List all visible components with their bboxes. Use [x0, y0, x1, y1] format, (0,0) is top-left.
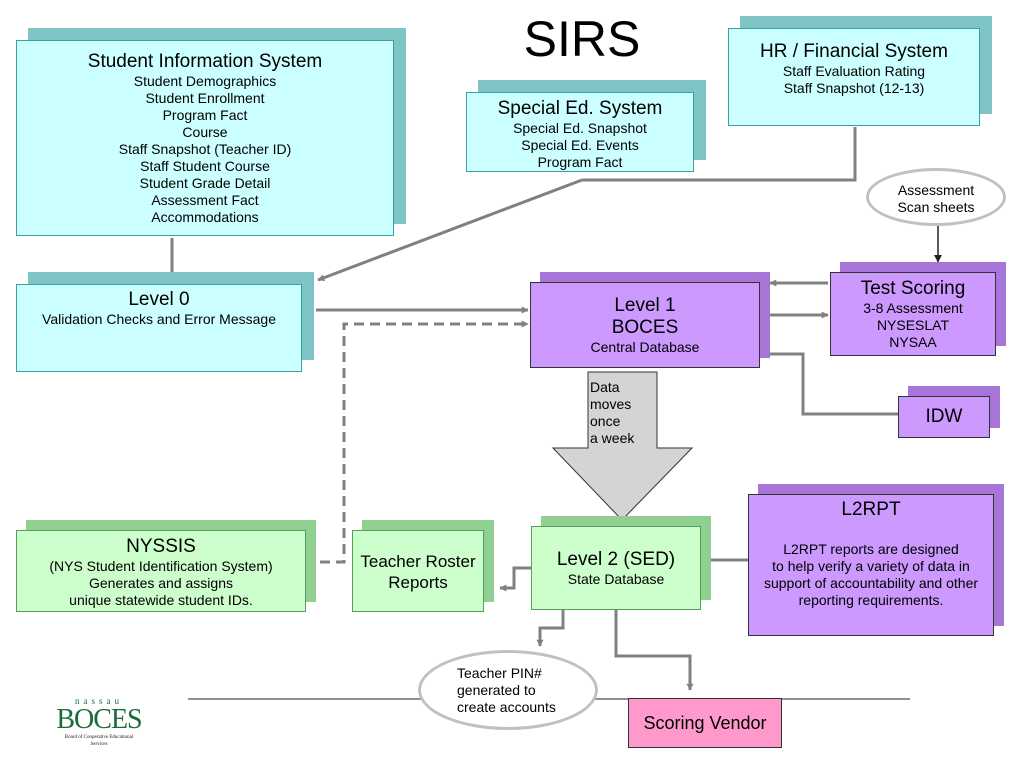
assessment-oval-line: Scan sheets	[897, 199, 975, 215]
assessment-scan-sheets-oval: Assessment Scan sheets	[866, 168, 1006, 226]
teacher-pin-line: Teacher PIN#	[457, 665, 542, 681]
level1-subtitle: Central Database	[590, 339, 700, 355]
sis-item: Student Grade Detail	[139, 175, 271, 191]
l2rpt-description-line: to help verify a variety of data in	[772, 558, 970, 574]
level-1-boces-box: Level 1 BOCES Central Database	[530, 282, 760, 368]
test-scoring-item: NYSESLAT	[876, 317, 950, 333]
test-scoring-item: NYSAA	[889, 334, 937, 350]
sis-title: Student Information System	[87, 51, 323, 72]
nyssis-title: NYSSIS	[126, 536, 196, 557]
page-title: SIRS	[523, 11, 641, 67]
logo-top-text: nassau	[75, 696, 123, 706]
level-0-box: Level 0 Validation Checks and Error Mess…	[16, 284, 302, 372]
sis-item: Program Fact	[162, 107, 248, 123]
l2rpt-box: L2RPT L2RPT reports are designed to help…	[748, 494, 994, 636]
sped-title: Special Ed. System	[497, 98, 663, 119]
idw-box: IDW	[898, 396, 990, 438]
level2-to-scoring-vendor-arrow	[614, 610, 694, 691]
data-arrow-line: once	[590, 413, 621, 429]
sis-item: Student Demographics	[133, 73, 277, 89]
data-flow-arrow-shape	[551, 371, 694, 521]
data-arrow-line: a week	[590, 430, 635, 446]
teacher-roster-line: Reports	[388, 573, 448, 592]
special-ed-system-box: Special Ed. System Special Ed. Snapshot …	[466, 92, 694, 172]
nassau-boces-logo: nassau BOCES Board of Cooperative Educat…	[56, 696, 142, 748]
l2rpt-description-line: support of accountability and other	[763, 575, 979, 591]
teacher-pin-oval: Teacher PIN# generated to create account…	[418, 650, 598, 730]
test-scoring-title: Test Scoring	[860, 278, 966, 299]
test-scoring-item: 3-8 Assessment	[863, 300, 963, 316]
sis-item: Staff Student Course	[140, 158, 270, 174]
idw-title: IDW	[925, 406, 963, 427]
level2-to-teacher-roster-arrow	[499, 566, 531, 592]
logo-caption: Board of Cooperative Educational Service…	[64, 735, 134, 747]
sis-item: Staff Snapshot (Teacher ID)	[118, 141, 292, 157]
level2-to-teacher-pin-arrow	[536, 610, 565, 647]
level2-title: Level 2 (SED)	[556, 549, 676, 570]
hr-item: Staff Snapshot (12-13)	[783, 80, 925, 96]
teacher-roster-reports-box: Teacher Roster Reports	[352, 530, 484, 612]
level0-title: Level 0	[128, 289, 190, 310]
teacher-pin-line: create accounts	[457, 699, 556, 715]
hr-financial-system-box: HR / Financial System Staff Evaluation R…	[728, 28, 980, 126]
student-information-system-box: Student Information System Student Demog…	[16, 40, 394, 236]
sped-item: Special Ed. Snapshot	[513, 120, 647, 136]
logo-main-text: BOCES	[56, 704, 142, 735]
hr-item: Staff Evaluation Rating	[782, 63, 926, 79]
scoring-vendor-box: Scoring Vendor	[628, 698, 782, 748]
sis-item: Student Enrollment	[145, 90, 265, 106]
sped-to-level0-arrow	[317, 178, 583, 282]
sis-item: Course	[182, 124, 228, 140]
sis-item: Accommodations	[151, 209, 259, 225]
l2rpt-description-line: reporting requirements.	[798, 592, 944, 608]
scoring-vendor-title: Scoring Vendor	[643, 713, 767, 733]
level1-title-line: Level 1	[614, 295, 676, 316]
hr-to-sped-line	[582, 127, 857, 182]
assessment-oval-line: Assessment	[897, 182, 975, 198]
nyssis-item: (NYS Student Identification System)	[49, 558, 273, 574]
hr-title: HR / Financial System	[760, 41, 948, 62]
level1-to-idw-line	[770, 352, 898, 416]
nyssis-to-level1-dashed-arrow	[320, 320, 529, 564]
data-arrow-line: Data	[590, 379, 620, 395]
l2rpt-title: L2RPT	[841, 499, 901, 520]
teacher-pin-line: generated to	[457, 682, 536, 698]
l2rpt-description-line: L2RPT reports are designed	[783, 541, 959, 557]
level-2-sed-box: Level 2 (SED) State Database	[531, 526, 701, 610]
sped-item: Special Ed. Events	[521, 137, 639, 153]
level1-title-line: BOCES	[611, 317, 679, 338]
data-arrow-line: moves	[590, 396, 632, 412]
level0-subtitle: Validation Checks and Error Message	[42, 311, 276, 327]
test-scoring-box: Test Scoring 3-8 Assessment NYSESLAT NYS…	[830, 272, 996, 356]
sped-item: Program Fact	[537, 154, 623, 170]
nyssis-item: unique statewide student IDs.	[69, 592, 253, 608]
data-arrow-label: Data moves once a week	[590, 379, 656, 447]
level2-subtitle: State Database	[567, 571, 665, 587]
sis-item: Assessment Fact	[151, 192, 259, 208]
nyssis-box: NYSSIS (NYS Student Identification Syste…	[16, 530, 306, 612]
nyssis-item: Generates and assigns	[89, 575, 233, 591]
teacher-roster-line: Teacher Roster	[360, 552, 476, 571]
